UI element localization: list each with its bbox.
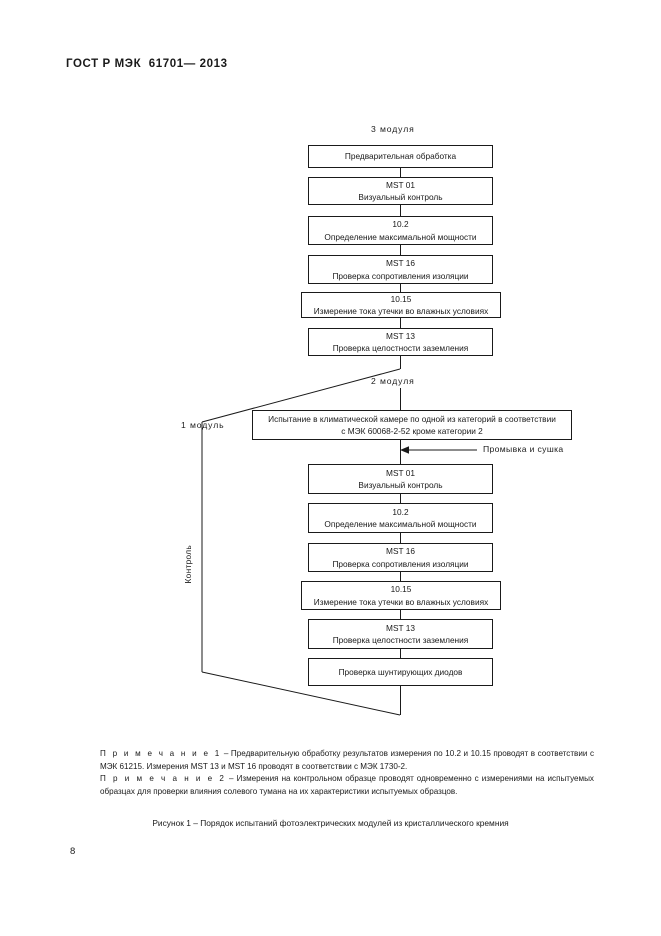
box-line-2: Визуальный контроль [358, 192, 443, 202]
label-2-modules: 2 модуля [371, 376, 415, 386]
note-1-head: П р и м е ч а н и е 1 [100, 749, 222, 758]
connector [400, 388, 401, 410]
connector [400, 356, 401, 369]
connector [400, 168, 401, 177]
flow-box-mst13-ground-2[interactable]: MST 13 Проверка целостности заземления [308, 619, 493, 649]
note-2: П р и м е ч а н и е 2 – Измерения на кон… [70, 773, 594, 798]
connector [400, 245, 401, 255]
flow-box-mst01-visual[interactable]: MST 01 Визуальный контроль [308, 177, 493, 205]
label-control: Контроль [183, 545, 193, 584]
box-line-1: Предварительная обработка [344, 151, 457, 162]
box-line-2: Измерение тока утечки во влажных условия… [313, 306, 489, 316]
connector [400, 284, 401, 292]
note-1-body: – Предварительную обработку результатов … [100, 749, 594, 771]
connector [400, 318, 401, 328]
box-line-2: Определение максимальной мощности [324, 519, 477, 529]
flow-box-mst13-ground[interactable]: MST 13 Проверка целостности заземления [308, 328, 493, 356]
note-1: П р и м е ч а н и е 1 – Предварительную … [70, 748, 594, 773]
connector [400, 494, 401, 503]
flow-box-10-2-max-power-2[interactable]: 10.2 Определение максимальной мощности [308, 503, 493, 533]
box-line-2: Проверка целостности заземления [332, 635, 469, 645]
connector [400, 440, 401, 464]
box-line-2: Проверка сопротивления изоляции [332, 558, 469, 569]
box-line-1: 10.2 [392, 506, 409, 517]
box-line-1: MST 16 [386, 546, 415, 557]
box-line-1: 10.15 [390, 584, 412, 595]
label-1-module: 1 модуль [181, 420, 225, 430]
connector [400, 686, 401, 715]
flow-box-10-15-wet-leakage[interactable]: 10.15 Измерение тока утечки во влажных у… [301, 292, 501, 318]
connector [400, 572, 401, 581]
flow-box-10-15-wet-leakage-2[interactable]: 10.15 Измерение тока утечки во влажных у… [301, 581, 501, 610]
connector [400, 533, 401, 543]
box-line-2: Определение максимальной мощности [324, 231, 477, 242]
label-3-modules: 3 модуля [371, 124, 415, 134]
figure-caption: Рисунок 1 – Порядок испытаний фотоэлектр… [152, 818, 509, 828]
note-2-body: – Измерения на контрольном образце прово… [100, 774, 594, 796]
box-line-1: Испытание в климатической камере по одно… [268, 413, 556, 424]
flow-box-climatic-chamber[interactable]: Испытание в климатической камере по одно… [252, 410, 572, 440]
box-line-2: Измерение тока утечки во влажных условия… [313, 596, 489, 607]
box-line-1: 10.15 [390, 293, 412, 304]
label-wash-and-dry: Промывка и сушка [483, 444, 564, 454]
figure-flowchart: 3 модуля 2 модуля 1 модуль Промывка и су… [181, 124, 572, 716]
figure-notes: П р и м е ч а н и е 1 – Предварительную … [70, 748, 594, 798]
box-line-2: Проверка целостности заземления [332, 343, 469, 353]
document-header: ГОСТ Р МЭК 61701— 2013 [66, 58, 228, 70]
box-line-1: MST 13 [386, 622, 415, 633]
flow-box-pretreatment[interactable]: Предварительная обработка [308, 145, 493, 168]
note-2-head: П р и м е ч а н и е 2 [100, 774, 227, 784]
flow-box-mst16-insulation-2[interactable]: MST 16 Проверка сопротивления изоляции [308, 543, 493, 572]
box-line-2: с МЭК 60068-2-52 кроме категории 2 [341, 426, 483, 436]
flow-box-mst01-visual-2[interactable]: MST 01 Визуальный контроль [308, 464, 493, 494]
box-line-1: 10.2 [392, 219, 409, 230]
box-line-2: Проверка сопротивления изоляции [332, 270, 469, 281]
box-line-1: Проверка шунтирующих диодов [338, 666, 463, 677]
flow-box-10-2-max-power[interactable]: 10.2 Определение максимальной мощности [308, 216, 493, 245]
flow-box-bypass-diodes[interactable]: Проверка шунтирующих диодов [308, 658, 493, 686]
connector [400, 649, 401, 658]
box-line-1: MST 01 [386, 179, 415, 190]
box-line-1: MST 01 [386, 467, 415, 478]
connector [400, 610, 401, 619]
box-line-1: MST 13 [386, 330, 415, 341]
box-line-1: MST 16 [386, 258, 415, 269]
flow-box-mst16-insulation[interactable]: MST 16 Проверка сопротивления изоляции [308, 255, 493, 284]
page-number: 8 [70, 846, 76, 857]
flowchart-connector-lines [201, 368, 477, 716]
connector [400, 205, 401, 216]
box-line-2: Визуальный контроль [358, 480, 443, 490]
